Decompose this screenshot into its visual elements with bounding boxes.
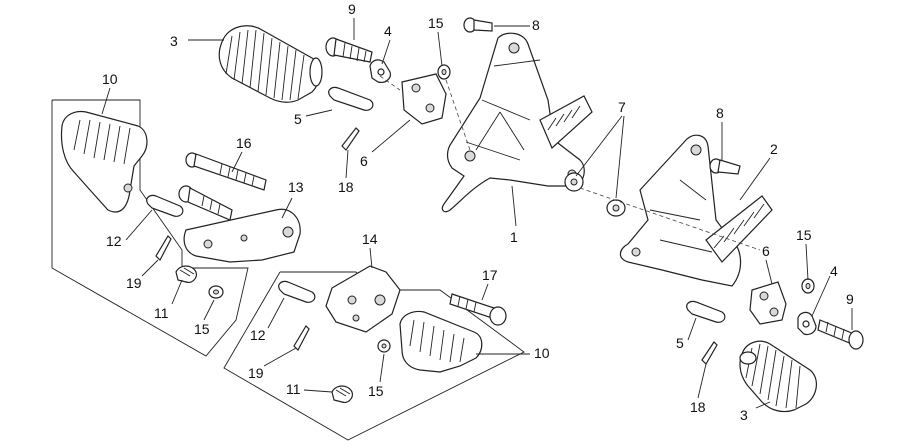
callout-9-right: 9 [846,291,854,307]
pivot-pin-center [278,280,316,303]
callout-18-right: 18 [690,399,706,415]
rider-footpeg-center [399,310,483,373]
rider-footpeg-left [60,110,148,213]
spring-clip-right [797,311,817,336]
washer-center [377,339,391,353]
washer-right [801,278,815,294]
long-bolt-16 [185,152,267,191]
callout-5-left: 5 [294,111,302,127]
return-spring-center [331,385,353,403]
footpeg-holder-14 [325,265,401,333]
main-footrest-bracket-left [441,32,585,213]
callout-5-right: 5 [676,335,684,351]
spring-clip-upper-left [369,59,391,83]
callout-12-center: 12 [250,327,266,343]
callout-19-left: 19 [126,275,142,291]
leader-lines [101,18,853,409]
footpeg-holder-13 [183,208,301,263]
pivot-pin-upper-left [328,86,374,111]
bolt-upper-left [325,37,373,63]
callout-10-center: 10 [534,345,550,361]
callout-15-center: 15 [368,383,384,399]
footpeg-rubber-right [739,340,817,413]
bolt-17 [449,293,507,326]
pivot-pin-right [686,300,726,323]
callout-6-right: 6 [762,243,770,259]
callout-15-right: 15 [796,227,812,243]
cotter-pin-left [155,235,172,262]
cotter-pin-upper [341,127,360,151]
callout-11-left: 11 [154,305,169,321]
callout-12-left: 12 [106,233,122,249]
callout-16: 16 [236,135,252,151]
callout-17: 17 [482,267,498,283]
callout-3-right: 3 [740,407,748,423]
cotter-pin-center [293,325,310,352]
assembly-axis-lines [379,75,761,251]
serrated-heel-plate-right [705,195,773,263]
callout-15-left: 15 [194,321,210,337]
callout-7: 7 [618,99,626,115]
return-spring-left [175,265,197,283]
callout-6-left: 6 [360,153,368,169]
bolt-right-lower [817,319,864,350]
main-footrest-bracket-right [619,134,742,287]
callout-2: 2 [770,141,778,157]
peg-bracket-upper [401,73,447,125]
pivot-pin-left [146,194,184,217]
serrated-heel-plate-left [539,95,593,150]
callout-3-left: 3 [170,33,178,49]
callout-8-top: 8 [532,17,540,33]
cotter-pin-right [701,341,718,365]
bolt-right-upper [709,158,741,175]
washer-left [208,285,224,299]
callout-11-center: 11 [286,381,301,397]
callout-14: 14 [362,231,378,247]
long-bolt-lower [178,185,233,221]
callout-18-upper: 18 [338,179,354,195]
bolt-top-center [463,17,493,33]
footpeg-rubber-left [218,25,323,103]
callout-9-left: 9 [348,1,356,17]
callout-10-left: 10 [102,71,118,87]
flange-nut-left [564,172,584,192]
callout-13: 13 [288,179,304,195]
callout-15-top: 15 [428,15,444,31]
callout-labels: 1 2 3 3 4 4 5 5 6 6 7 8 8 9 9 10 10 11 1… [102,1,854,423]
callout-4-right: 4 [830,263,838,279]
peg-bracket-lower-right [749,281,787,325]
callout-4-left: 4 [384,23,392,39]
washer-upper-left [437,64,451,80]
callout-8-right: 8 [716,105,724,121]
callout-1: 1 [510,229,518,245]
callout-19-center: 19 [248,365,264,381]
